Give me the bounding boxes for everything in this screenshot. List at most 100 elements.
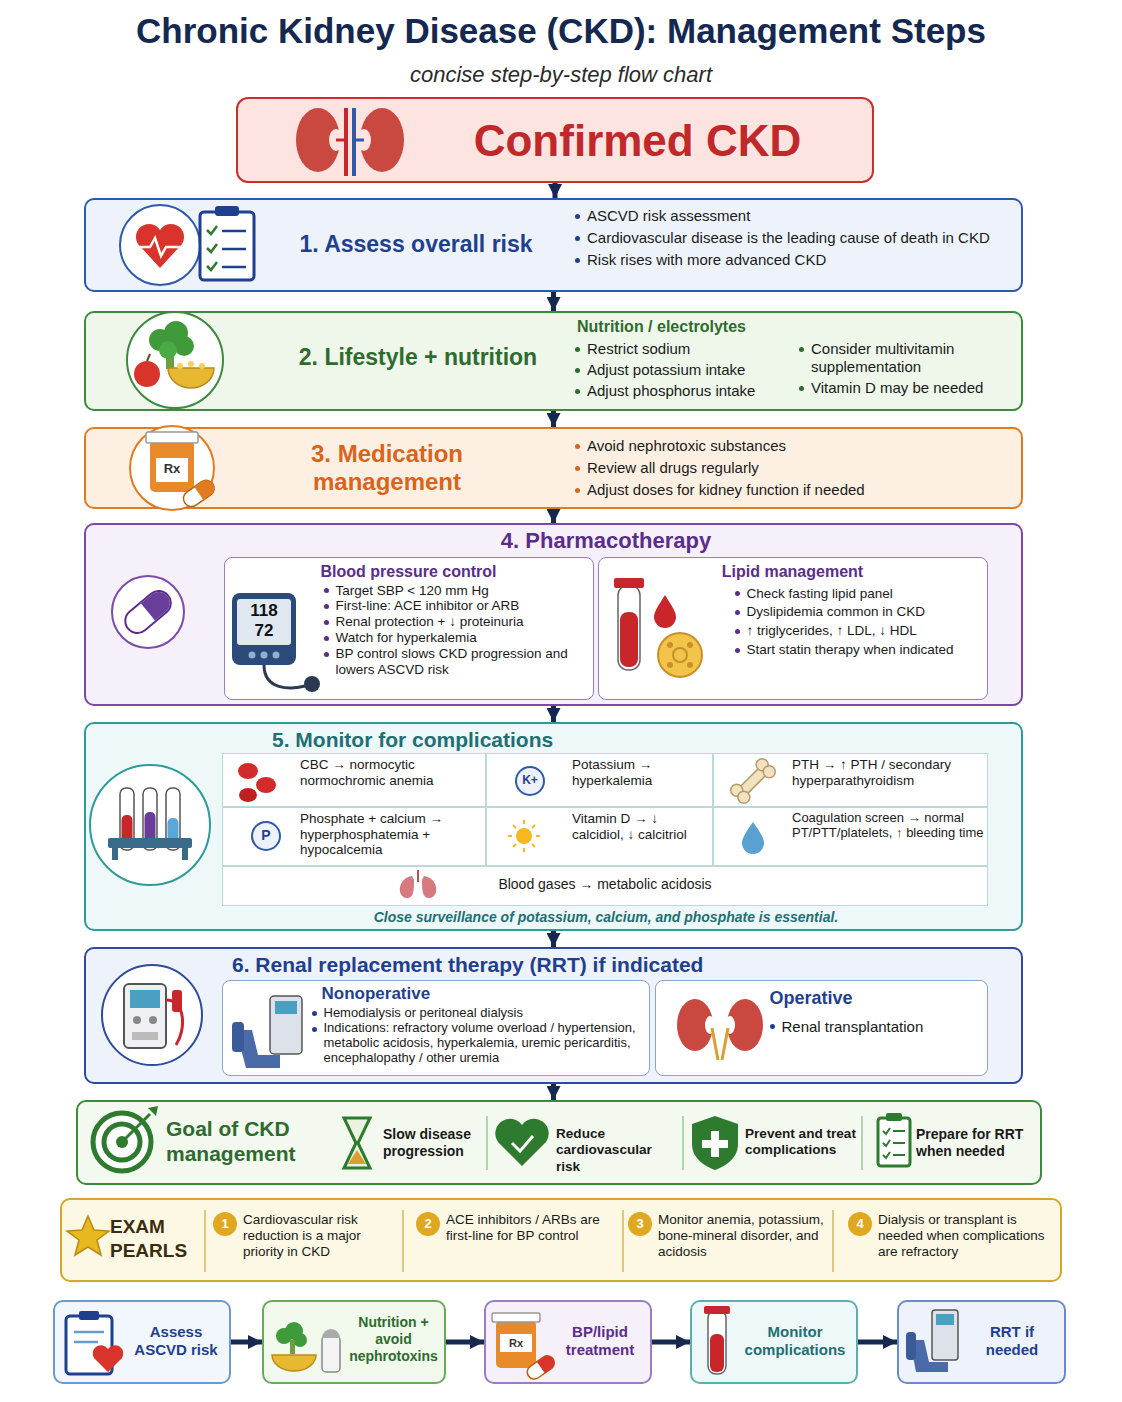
kidney-icon [296, 108, 404, 176]
grid-cell: PTH → ↑ PTH / secondary hyperparathyroid… [713, 753, 988, 807]
node-text: 2. Lifestyle + nutrition [268, 344, 568, 372]
node-text: Reduce cardiovascular risk [556, 1126, 676, 1175]
node-text: Adjust doses for kidney function if need… [587, 481, 1019, 499]
node-text: RRT if needed [964, 1323, 1060, 1359]
node-text: Goal of CKD management [166, 1116, 326, 1166]
complication-icons [238, 756, 778, 898]
panel-box: NonoperativeHemodialysis or peritoneal d… [222, 980, 650, 1076]
lipid-icon [614, 578, 702, 677]
text-holder: 2. Lifestyle + nutrition [268, 344, 568, 372]
flow-box: Monitor complications [690, 1300, 858, 1384]
text-line: Potassium → hyperkalemia [572, 757, 708, 788]
transplant-kidney-icon [677, 999, 763, 1060]
text-holder: 6. Renal replacement therapy (RRT) if in… [232, 952, 992, 977]
bullet-dot [735, 648, 740, 653]
text-holder: 1. Assess overall risk [266, 231, 566, 259]
text-line: Confirmed CKD [418, 115, 858, 168]
bullet-dot [575, 214, 580, 219]
node-text: Coagulation screen → normal PT/PTT/plate… [792, 811, 984, 841]
node-text: Prevent and treat complications [745, 1126, 857, 1159]
bullet-item: Risk rises with more advanced CKD [573, 251, 1019, 269]
text-holder: Monitor anemia, potassium, bone-mineral … [658, 1212, 828, 1260]
text-line: Prevent and treat complications [745, 1126, 857, 1159]
text-line: K+ [516, 773, 544, 787]
flow-icons [66, 1306, 958, 1382]
text-holder: P [252, 827, 280, 844]
callout-number: 3 [628, 1212, 652, 1236]
node-text: CBC → normocytic normochromic anemia [300, 757, 482, 788]
text-holder: RRT if needed [964, 1323, 1060, 1359]
node-text: Indications: refractory volume overload … [324, 1021, 646, 1066]
node-text: Nutrition / electrolytes [577, 317, 877, 336]
node-text: Target SBP < 120 mm Hg [336, 583, 590, 599]
node-text: Assess ASCVD risk [126, 1323, 226, 1359]
node-text: Slow disease progression [383, 1126, 481, 1160]
goal-item: Reduce cardiovascular risk [490, 1108, 680, 1178]
text-holder: 3 [628, 1212, 652, 1236]
node-text: 4. Pharmacotherapy [224, 528, 988, 554]
text-line: Close surveillance of potassium, calcium… [224, 909, 988, 926]
node-text: EXAM PEARLS [110, 1215, 202, 1263]
node-text: 1. Assess overall risk [266, 231, 566, 259]
text-holder: Dialysis or transplant is needed when co… [878, 1212, 1054, 1260]
bullet-item: Dyslipidemia common in CKD [733, 604, 983, 620]
bullet-item: Adjust potassium intake [573, 361, 795, 379]
text-line: Monitor anemia, potassium, bone-mineral … [658, 1212, 828, 1260]
pill-bottle-icon [130, 426, 217, 510]
text-holder: BP/lipid treatment [552, 1323, 648, 1359]
bullet-item: BP control slows CKD progression and low… [322, 646, 590, 678]
text-holder: Vitamin D → ↓ calcidiol, ↓ calcitriol [572, 811, 708, 842]
bullet-dot [575, 444, 580, 449]
bullet-dot [575, 347, 580, 352]
node-text: Potassium → hyperkalemia [572, 757, 708, 788]
text-holder: 72 [237, 621, 291, 641]
text-line: RRT if needed [964, 1323, 1060, 1359]
heart-clipboard-icon [120, 205, 254, 285]
bullet-dot [735, 591, 740, 596]
bullet-dot [770, 1024, 775, 1029]
bullet-item: Adjust doses for kidney function if need… [573, 481, 1019, 499]
text-line: concise step-by-step flow chart [6, 62, 1116, 88]
node-text: Phosphate + calcium → hyperphosphatemia … [300, 811, 482, 858]
bullet-item: Watch for hyperkalemia [322, 630, 590, 646]
callout-number: 1 [213, 1212, 237, 1236]
panel-box: Blood pressure controlTarget SBP < 120 m… [224, 557, 594, 700]
text-holder: Check fasting lipid panelDyslipidemia co… [733, 586, 983, 659]
text-line: CBC → normocytic normochromic anemia [300, 757, 482, 788]
caption-text: concise step-by-step flow chart [6, 62, 1116, 88]
step-box: 4. PharmacotherapyBlood pressure control… [84, 523, 1023, 706]
text-holder: Confirmed CKD [418, 115, 858, 168]
text-holder: Cardiovascular risk reduction is a major… [243, 1212, 398, 1260]
bullet-item: Restrict sodium [573, 340, 795, 358]
text-holder: Renal transplantation [768, 1018, 980, 1036]
node-text: Watch for hyperkalemia [336, 630, 590, 646]
flow-arrow [551, 706, 556, 722]
step-box: 1. Assess overall risk ASCVD risk assessm… [84, 198, 1023, 292]
bullet-item: Cardiovascular disease is the leading ca… [573, 229, 1019, 247]
node-text: Confirmed CKD [418, 115, 858, 168]
text-holder: K+ [516, 773, 544, 787]
bullet-item: ASCVD risk assessment [573, 207, 1019, 225]
text-line: Cardiovascular risk reduction is a major… [243, 1212, 398, 1260]
node-text: Vitamin D may be needed [811, 379, 1017, 397]
text-line: Dialysis or transplant is needed when co… [878, 1212, 1054, 1260]
pearl-item: 4Dialysis or transplant is needed when c… [835, 1204, 1057, 1276]
callout-number: 4 [848, 1212, 872, 1236]
text-line: Chronic Kidney Disease (CKD): Management… [6, 10, 1116, 52]
title-text: Chronic Kidney Disease (CKD): Management… [6, 10, 1116, 52]
text-holder: Restrict sodiumAdjust potassium intakeAd… [573, 340, 795, 400]
text-line: Phosphate + calcium → hyperphosphatemia … [300, 811, 482, 858]
bullet-dot [735, 610, 740, 615]
text-holder: Assess ASCVD risk [126, 1323, 226, 1359]
text-holder: 4 [848, 1212, 872, 1236]
bullet-item: First-line: ACE inhibitor or ARB [322, 598, 590, 614]
text-holder: Close surveillance of potassium, calcium… [224, 909, 988, 926]
text-line: Slow disease progression [383, 1126, 481, 1160]
text-line: Prepare for RRT when needed [916, 1126, 1034, 1160]
node-text: Prepare for RRT when needed [916, 1126, 1034, 1160]
text-line: Coagulation screen → normal PT/PTT/plate… [792, 811, 984, 841]
node-text: Renal protection + ↓ proteinuria [336, 614, 590, 630]
text-line: Nutrition / electrolytes [577, 317, 877, 336]
text-holder: CBC → normocytic normochromic anemia [300, 757, 482, 788]
text-holder: Phosphate + calcium → hyperphosphatemia … [300, 811, 482, 858]
